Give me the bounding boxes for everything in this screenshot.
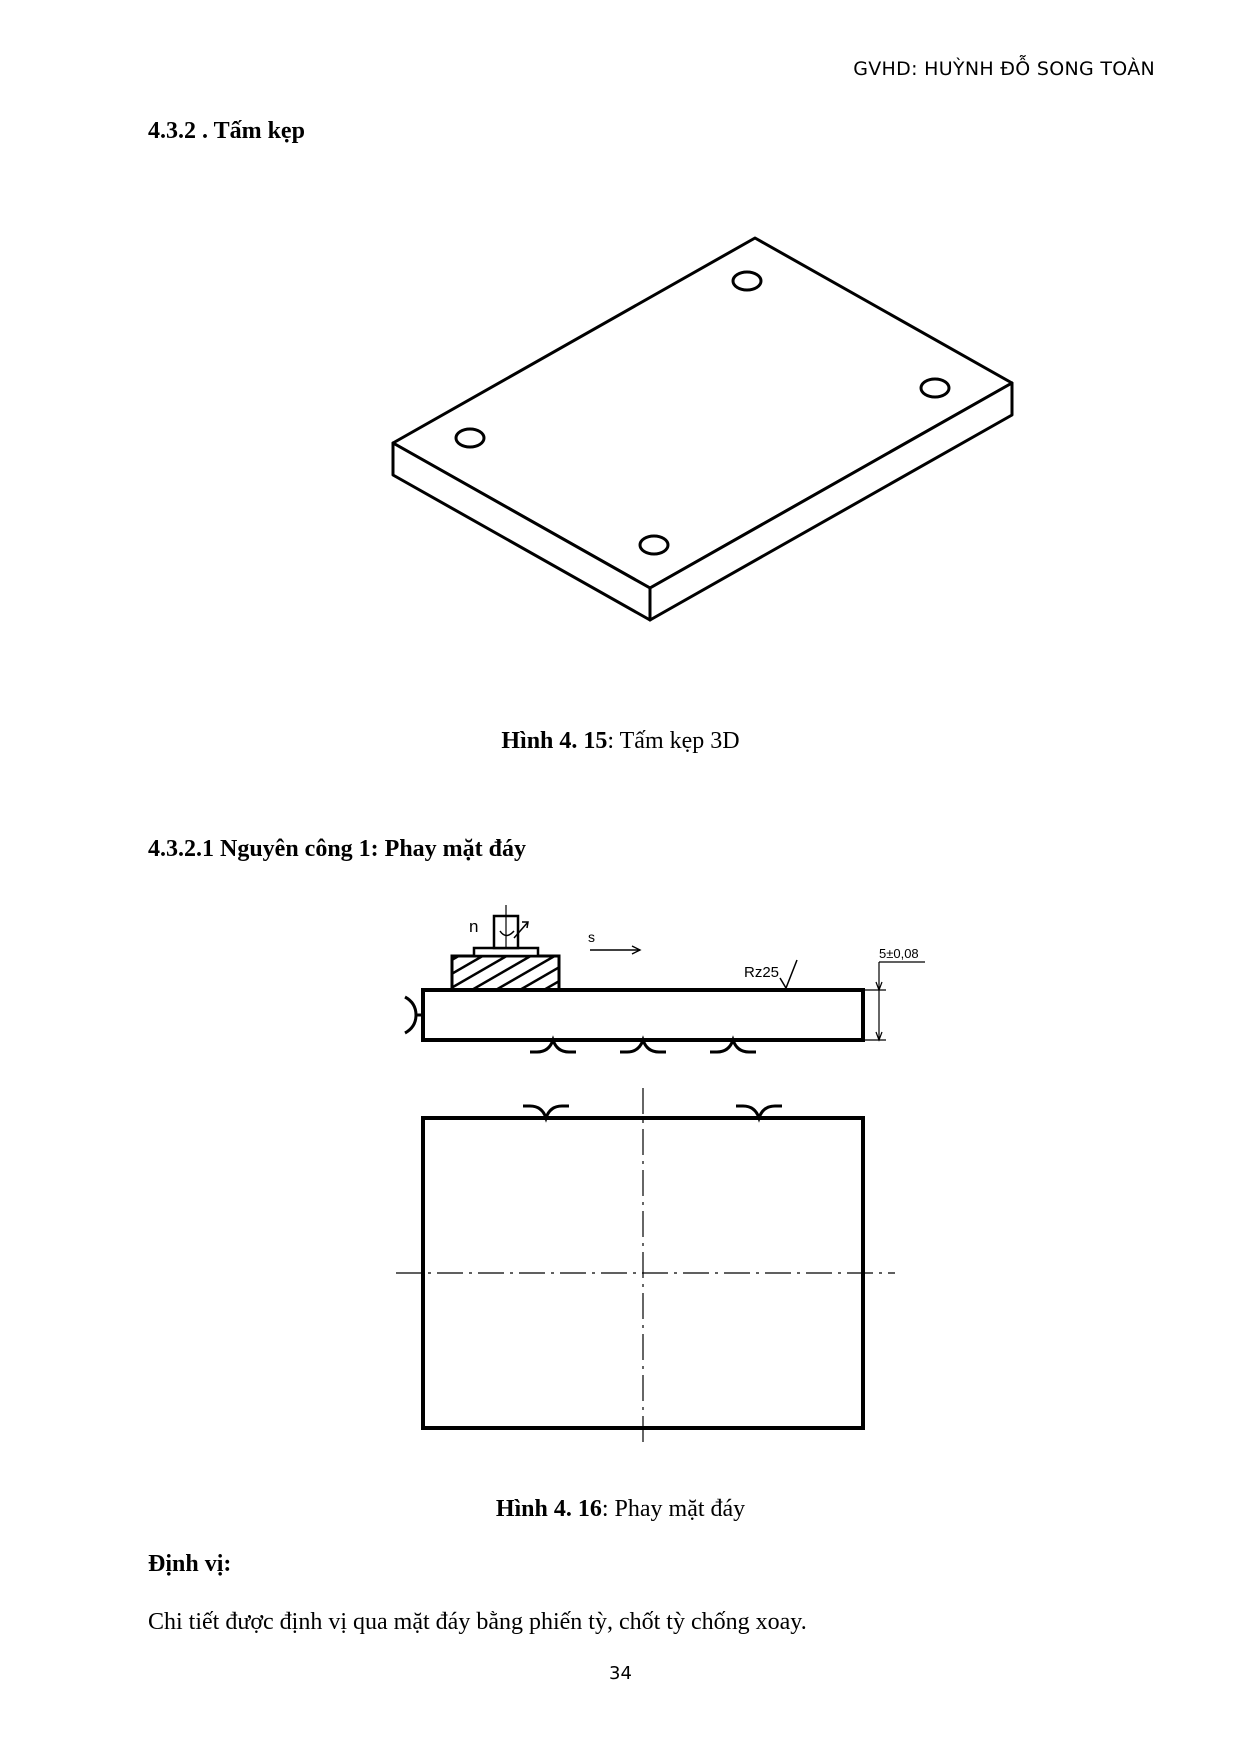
workpiece-side-view (421, 988, 865, 1042)
figure2-label: Hình 4. 16 (495, 1496, 602, 1522)
subsection-title: 4.3.2.1 Nguyên công 1: Phay mặt đáy (148, 836, 527, 862)
figure1-label: Hình 4. 15 (501, 728, 608, 754)
figure1-text: : Tấm kẹp 3D (607, 728, 740, 754)
dimension-label: 5±0,08 (879, 946, 919, 961)
hole-circle (638, 534, 670, 556)
figure2-text: : Phay mặt đáy (601, 1496, 746, 1522)
hole-circle (919, 377, 951, 399)
feed-label: s (588, 929, 595, 945)
bottom-support-symbols (530, 1035, 756, 1054)
hole-circle (731, 270, 763, 292)
side-stop-symbol (404, 995, 423, 1035)
page-number: 34 (609, 1663, 632, 1684)
spindle-speed-label: n (469, 917, 478, 936)
positioning-heading: Định vị: (148, 1551, 232, 1577)
milling-cutter (450, 954, 561, 992)
hole-circle (454, 427, 486, 449)
page-header: GVHD: HUỲNH ĐỖ SONG TOÀN (853, 58, 1155, 80)
roughness-label: Rz25 (744, 964, 779, 981)
figure1-caption: Hình 4. 15: Tấm kẹp 3D (0, 728, 1241, 755)
figure-3d-plate (391, 236, 1014, 622)
roughness-symbol (779, 959, 798, 990)
top-support-symbols (523, 1104, 782, 1123)
positioning-body: Chi tiết được định vị qua mặt đáy bằng p… (148, 1609, 807, 1635)
section-title: 4.3.2 . Tấm kẹp (148, 118, 305, 144)
figure2-caption: Hình 4. 16: Phay mặt đáy (0, 1496, 1241, 1523)
